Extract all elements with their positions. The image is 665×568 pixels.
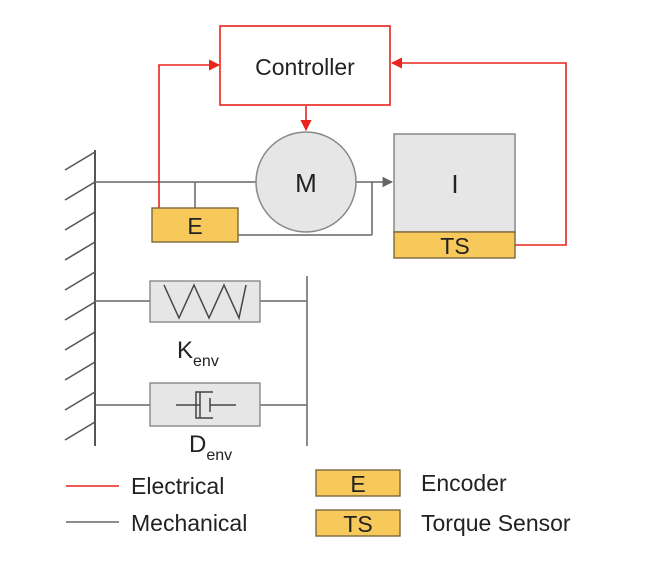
encoder-block: E bbox=[151, 207, 239, 243]
legend: Electrical Mechanical E Encoder TS Torqu… bbox=[66, 469, 571, 537]
inertia-block: I bbox=[393, 133, 516, 233]
legend-encoder-label: Encoder bbox=[421, 470, 507, 496]
spring-icon bbox=[163, 283, 247, 321]
legend-encoder-swatch bbox=[315, 469, 401, 497]
torque-sensor-block: TS bbox=[393, 231, 516, 259]
damper-icon bbox=[176, 391, 236, 419]
legend-torque-sensor-swatch bbox=[315, 509, 401, 537]
torque-sensor-label: TS bbox=[440, 233, 469, 259]
encoder-label: E bbox=[187, 213, 202, 239]
spring-label: Kenv bbox=[177, 337, 219, 370]
inertia-label: I bbox=[451, 169, 458, 199]
ground-hatch-icon bbox=[64, 150, 96, 446]
legend-encoder-key: E bbox=[350, 471, 365, 497]
legend-mechanical-label: Mechanical bbox=[131, 510, 247, 536]
spring-block bbox=[149, 280, 261, 323]
damper-label: Denv bbox=[189, 431, 232, 464]
mechanical-links bbox=[95, 176, 394, 446]
electrical-links bbox=[158, 57, 567, 246]
controller-label: Controller bbox=[255, 54, 355, 80]
legend-torque-sensor-key: TS bbox=[343, 511, 372, 537]
legend-torque-sensor-label: Torque Sensor bbox=[421, 510, 571, 536]
legend-electrical-label: Electrical bbox=[131, 473, 224, 499]
damper-block bbox=[149, 382, 261, 427]
motor-label: M bbox=[295, 168, 317, 198]
controller-block: Controller bbox=[219, 25, 391, 106]
motor-block: M bbox=[255, 131, 357, 233]
